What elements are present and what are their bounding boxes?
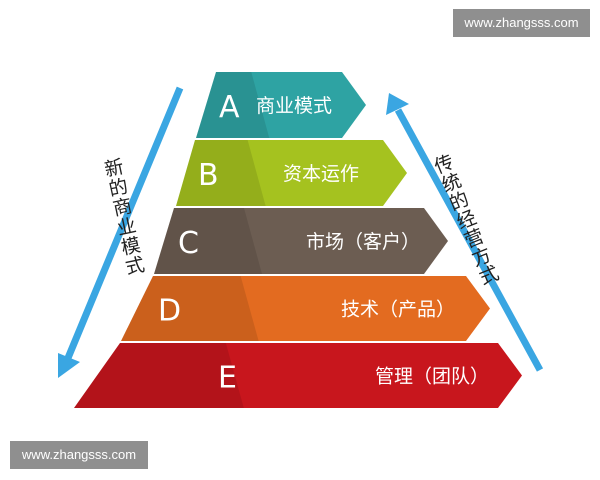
- layer-shade: [121, 276, 259, 341]
- pyramid-layer-c: [154, 208, 448, 274]
- layer-letter-a: A: [219, 90, 240, 125]
- pyramid-layer-e: [74, 343, 522, 408]
- layer-letter-c: C: [178, 226, 199, 261]
- layer-shade: [154, 208, 262, 274]
- layer-label-a: 商业模式: [256, 95, 332, 117]
- left-down-arrow: [58, 86, 184, 378]
- layer-label-e: 管理（团队）: [375, 366, 489, 388]
- right-up-arrow: [386, 93, 544, 372]
- layer-label-b: 资本运作: [283, 163, 359, 185]
- layer-shade: [196, 72, 270, 138]
- layer-letter-d: D: [158, 294, 181, 329]
- layer-label-d: 技术（产品）: [341, 299, 455, 321]
- pyramid-layers: A 商业模式 B 资本运作 C 市场（客户） D 技术（产品） E 管理（团队）: [74, 72, 522, 408]
- pyramid-layer-a: [196, 72, 366, 138]
- layer-letter-e: E: [218, 361, 237, 396]
- layer-shade: [176, 140, 266, 206]
- layer-shade: [74, 343, 244, 408]
- watermark-bottom: www.zhangsss.com: [10, 441, 148, 469]
- layer-letter-b: B: [198, 158, 219, 193]
- watermark-top: www.zhangsss.com: [453, 9, 590, 37]
- pyramid-layer-b: [176, 140, 407, 206]
- pyramid-layer-d: [121, 276, 490, 341]
- layer-label-c: 市场（客户）: [306, 231, 420, 253]
